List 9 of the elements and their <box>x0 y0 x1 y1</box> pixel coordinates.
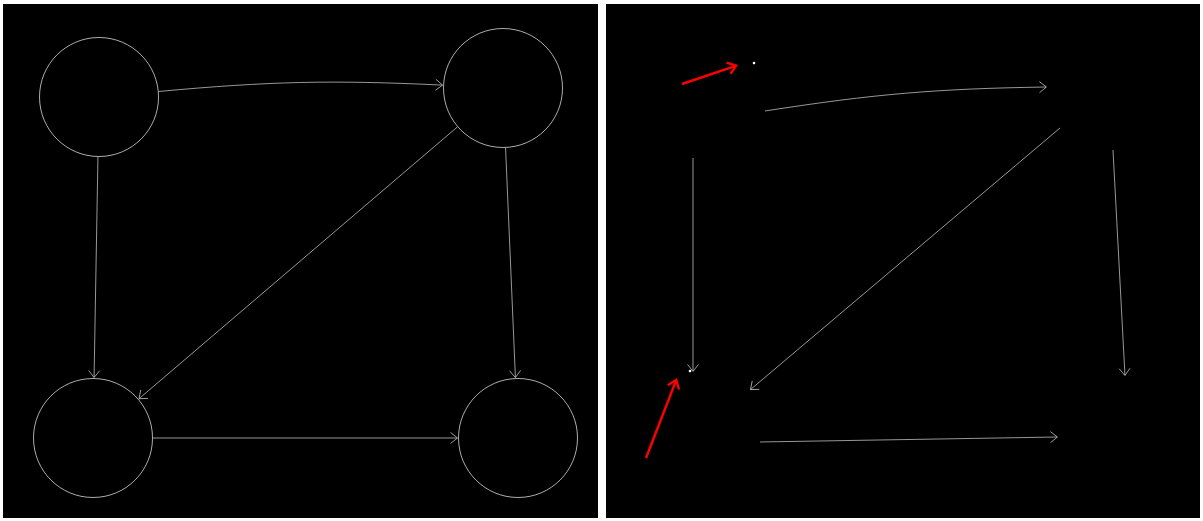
arrow <box>138 126 458 400</box>
circle <box>458 378 578 498</box>
arrow <box>152 432 458 444</box>
arrow <box>158 78 443 92</box>
arrow <box>88 156 101 378</box>
circle <box>443 28 563 148</box>
arrow <box>505 147 521 378</box>
circle <box>33 378 153 498</box>
circle <box>39 37 159 157</box>
